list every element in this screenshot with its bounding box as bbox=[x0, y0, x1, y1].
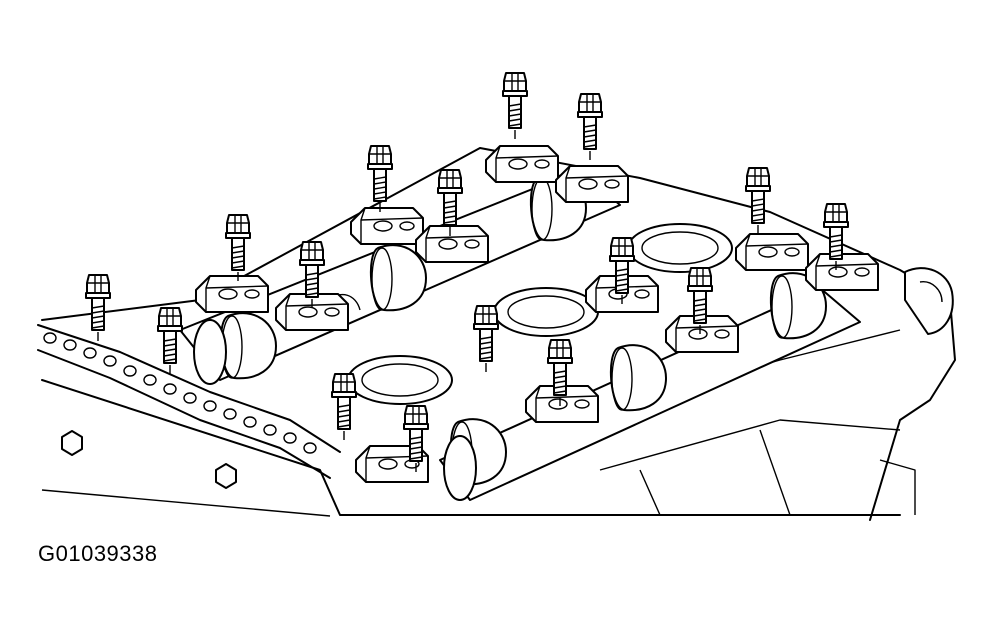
spark-plug-tubes bbox=[347, 223, 733, 405]
figure-caption: G01039338 bbox=[38, 541, 158, 566]
block-hex-bolts bbox=[61, 430, 237, 489]
cylinder-head-outline bbox=[41, 147, 956, 521]
timing-chain bbox=[37, 324, 341, 479]
